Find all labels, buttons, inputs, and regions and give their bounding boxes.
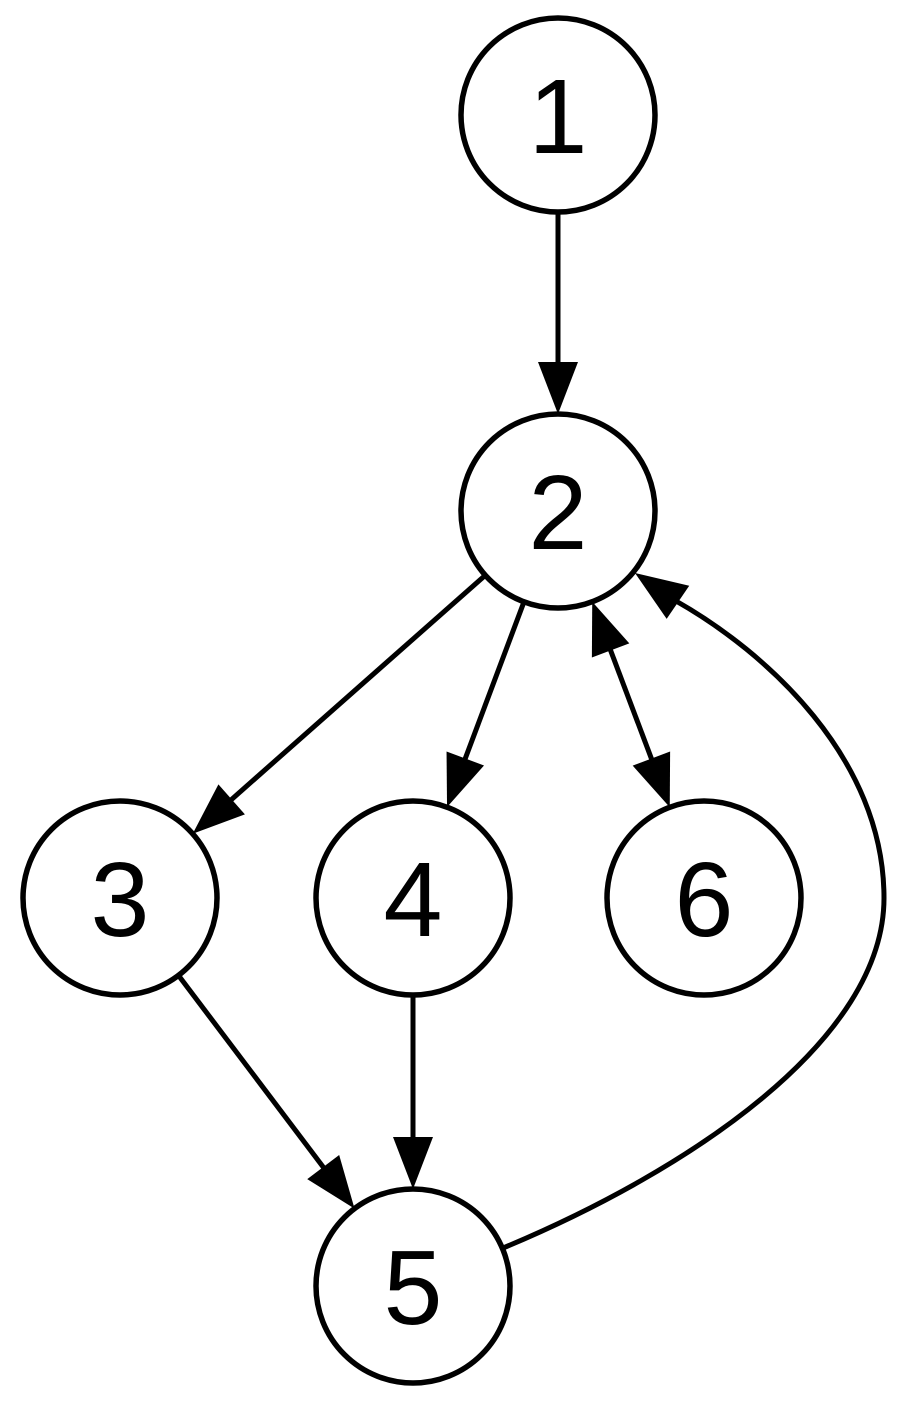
graph-edge-3-5-arrowhead (307, 1155, 355, 1209)
graph-node-2 (458, 411, 658, 611)
graph-edge-4-5-arrowhead (393, 1137, 433, 1189)
graph-edge-5-2-arrowhead (635, 573, 690, 619)
graph-node-label-3: 3 (91, 841, 150, 959)
graph-edge-2-3-arrowhead (192, 784, 245, 834)
graph-edge-5-2 (502, 598, 887, 1251)
graph-edge-2-6 (606, 643, 656, 766)
graph-node-6 (604, 798, 804, 998)
graph-node-4 (313, 798, 513, 998)
graph-node-label-1: 1 (529, 58, 588, 176)
graph-node-3 (20, 798, 220, 998)
graph-node-label-6: 6 (675, 841, 734, 959)
graph-edge-1-2-arrowhead (538, 362, 578, 414)
graph-edge-2-3 (225, 573, 487, 806)
graph-node-label-5: 5 (384, 1229, 443, 1347)
graph-node-label-4: 4 (384, 841, 443, 959)
graph-edge-2-4 (460, 600, 527, 765)
graph-edge-3-5 (176, 973, 329, 1174)
graph-edge-2-4-arrowhead (446, 751, 485, 808)
graph-node-label-2: 2 (529, 454, 588, 572)
graph-edge-2-6-arrowhead-reverse (591, 601, 630, 658)
graph-node-5 (313, 1186, 513, 1386)
graph-node-1 (458, 15, 658, 215)
graph-edge-2-6-arrowhead (632, 751, 671, 808)
